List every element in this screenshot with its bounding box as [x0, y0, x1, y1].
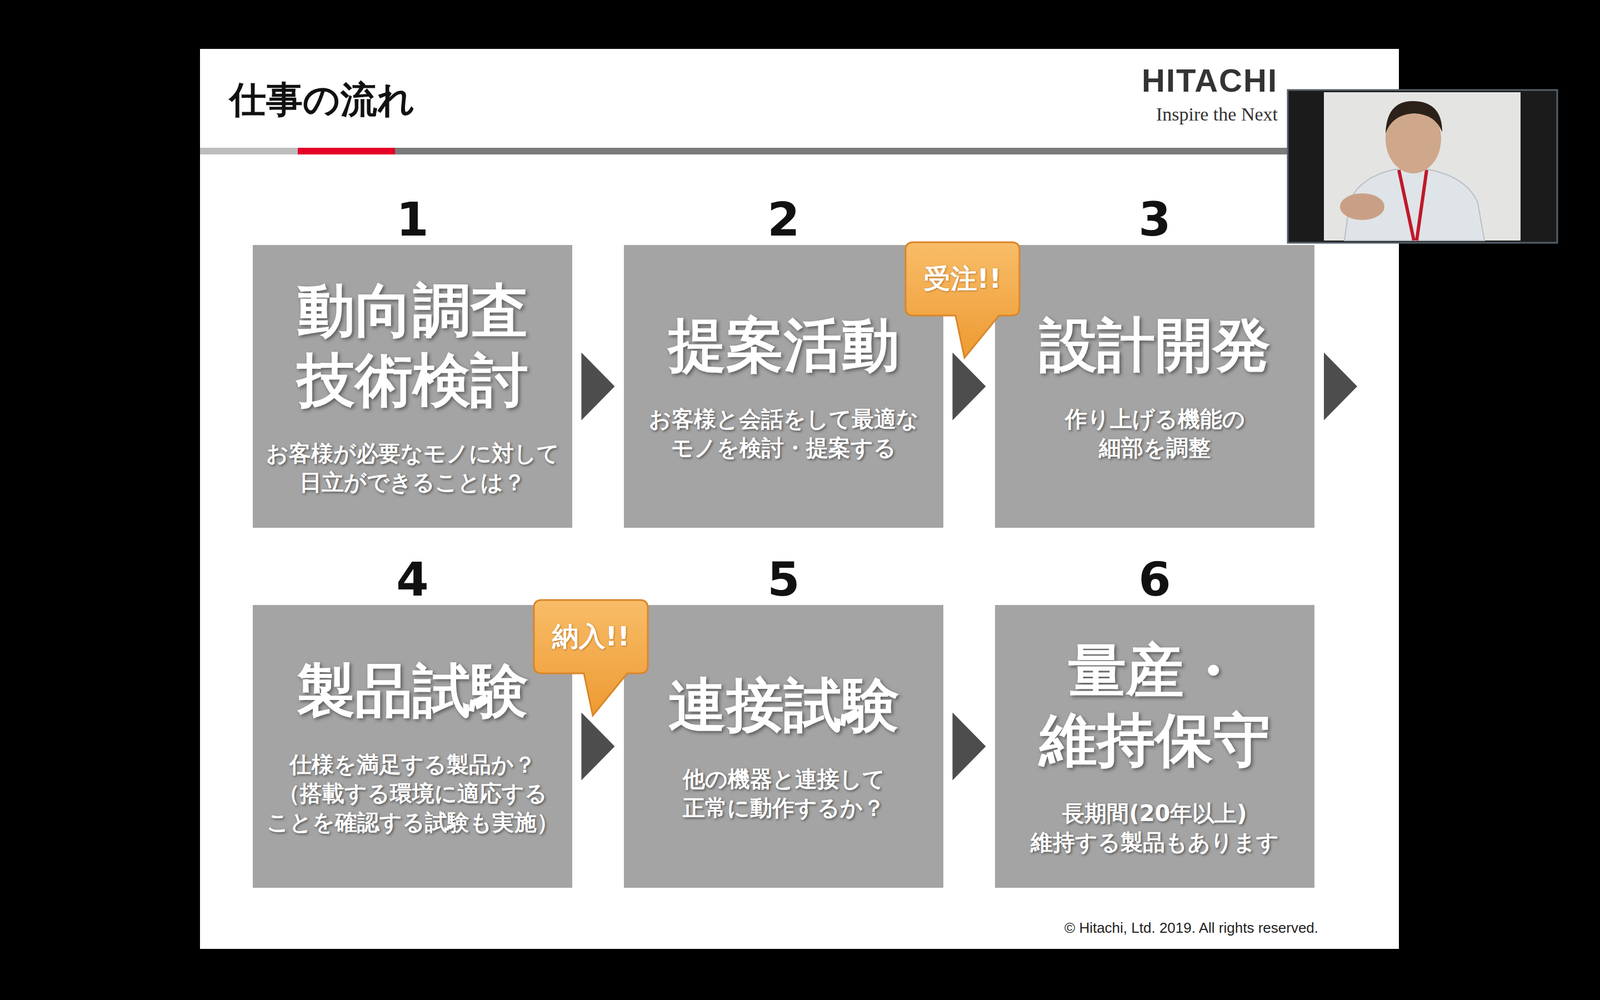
- person-lanyard: [1398, 170, 1427, 241]
- process-box: 2提案活動お客様と会話をして最適な モノを検討・提案する: [623, 245, 944, 528]
- flow-arrow: [581, 352, 615, 421]
- step-number: 5: [623, 556, 944, 603]
- box-content: 量産・ 維持保守長期間(20年以上) 維持する製品もあります: [995, 605, 1315, 888]
- speech-bubble: 納入!!: [532, 598, 649, 718]
- process-box: 5連接試験他の機器と連接して 正常に動作するか？: [623, 605, 944, 888]
- step-number: 1: [252, 196, 573, 243]
- step-description: お客様と会話をして最適な モノを検討・提案する: [645, 404, 923, 463]
- box-stack: 設計開発作り上げる機能の 細部を調整: [1025, 310, 1285, 463]
- person-hand: [1340, 193, 1385, 220]
- flow-arrow: [952, 352, 987, 421]
- step-title: 提案活動: [653, 310, 914, 380]
- step-number: 2: [623, 196, 944, 243]
- header-rule: [395, 147, 1399, 155]
- flow-arrow: [1323, 352, 1358, 421]
- process-box: 3設計開発作り上げる機能の 細部を調整: [995, 245, 1315, 528]
- box-content: 連接試験他の機器と連接して 正常に動作するか？: [623, 605, 944, 888]
- step-number: 6: [995, 556, 1315, 603]
- speech-bubble: 受注!!: [904, 241, 1021, 360]
- bubble-text-area: 受注!!: [904, 241, 1021, 317]
- step-description: 他の機器と連接して 正常に動作するか？: [678, 764, 890, 823]
- flow-arrowhead: [581, 712, 615, 781]
- copyright-note: © Hitachi, Ltd. 2019. All rights reserve…: [1064, 920, 1319, 937]
- header-rule: [200, 147, 298, 155]
- box-content: 設計開発作り上げる機能の 細部を調整: [995, 245, 1315, 528]
- box-stack: 量産・ 維持保守長期間(20年以上) 維持する製品もあります: [1025, 636, 1285, 858]
- box-content: 動向調査 技術検討お客様が必要なモノに対して 日立ができることは？: [252, 245, 573, 528]
- step-description: 作り上げる機能の 細部を調整: [1060, 404, 1250, 463]
- bubble-outline: [532, 598, 649, 718]
- slide-page: [200, 48, 1399, 949]
- step-description: 長期間(20年以上) 維持する製品もあります: [1027, 798, 1283, 857]
- flow-arrow: [581, 712, 615, 781]
- person-hair: [1385, 101, 1443, 134]
- step-title: 動向調査 技術検討: [282, 276, 543, 415]
- box-stack: 提案活動お客様と会話をして最適な モノを検討・提案する: [645, 310, 923, 463]
- flow-arrowhead: [1323, 352, 1358, 421]
- box-stack: 動向調査 技術検討お客様が必要なモノに対して 日立ができることは？: [262, 276, 563, 498]
- process-box: 4製品試験仕様を満足する製品か？ （搭載する環境に適応する ことを確認する試験も…: [252, 605, 573, 888]
- callout-text: 受注!!: [923, 261, 1002, 297]
- callout-text: 納入!!: [552, 618, 630, 655]
- step-title: 量産・ 維持保守: [1025, 636, 1285, 775]
- slide-title: 仕事の流れ: [229, 77, 415, 122]
- step-number: 4: [252, 556, 573, 603]
- step-number: 3: [995, 196, 1315, 243]
- box-content: 提案活動お客様と会話をして最適な モノを検討・提案する: [623, 245, 944, 528]
- box-stack: 連接試験他の機器と連接して 正常に動作するか？: [653, 670, 914, 823]
- box-content: 製品試験仕様を満足する製品か？ （搭載する環境に適応する ことを確認する試験も実…: [252, 605, 573, 888]
- flow-arrowhead: [952, 712, 987, 781]
- process-box: 6量産・ 維持保守長期間(20年以上) 維持する製品もあります: [995, 605, 1315, 888]
- flow-arrowhead: [581, 352, 615, 421]
- bubble-outline: [904, 241, 1021, 360]
- box-stack: 製品試験仕様を満足する製品か？ （搭載する環境に適応する ことを確認する試験も実…: [262, 656, 563, 837]
- step-description: お客様が必要なモノに対して 日立ができることは？: [262, 438, 563, 497]
- process-box: 1動向調査 技術検討お客様が必要なモノに対して 日立ができることは？: [252, 245, 573, 528]
- flow-arrow: [952, 712, 987, 781]
- flow-arrowhead: [952, 352, 987, 421]
- logo-tagline: Inspire the Next: [1156, 103, 1278, 125]
- webcam-frame: [1287, 90, 1558, 243]
- bubble-text-area: 納入!!: [532, 598, 649, 675]
- webcam-wall: [1323, 92, 1521, 241]
- webcam-thumbnail: [1287, 90, 1558, 243]
- step-description: 仕様を満足する製品か？ （搭載する環境に適応する ことを確認する試験も実施）: [262, 750, 563, 837]
- step-title: 設計開発: [1025, 310, 1285, 380]
- step-title: 連接試験: [653, 670, 914, 740]
- logo-wordmark: HITACHI: [1141, 62, 1278, 100]
- header-rule-accent: [297, 147, 395, 155]
- step-title: 製品試験: [282, 656, 543, 726]
